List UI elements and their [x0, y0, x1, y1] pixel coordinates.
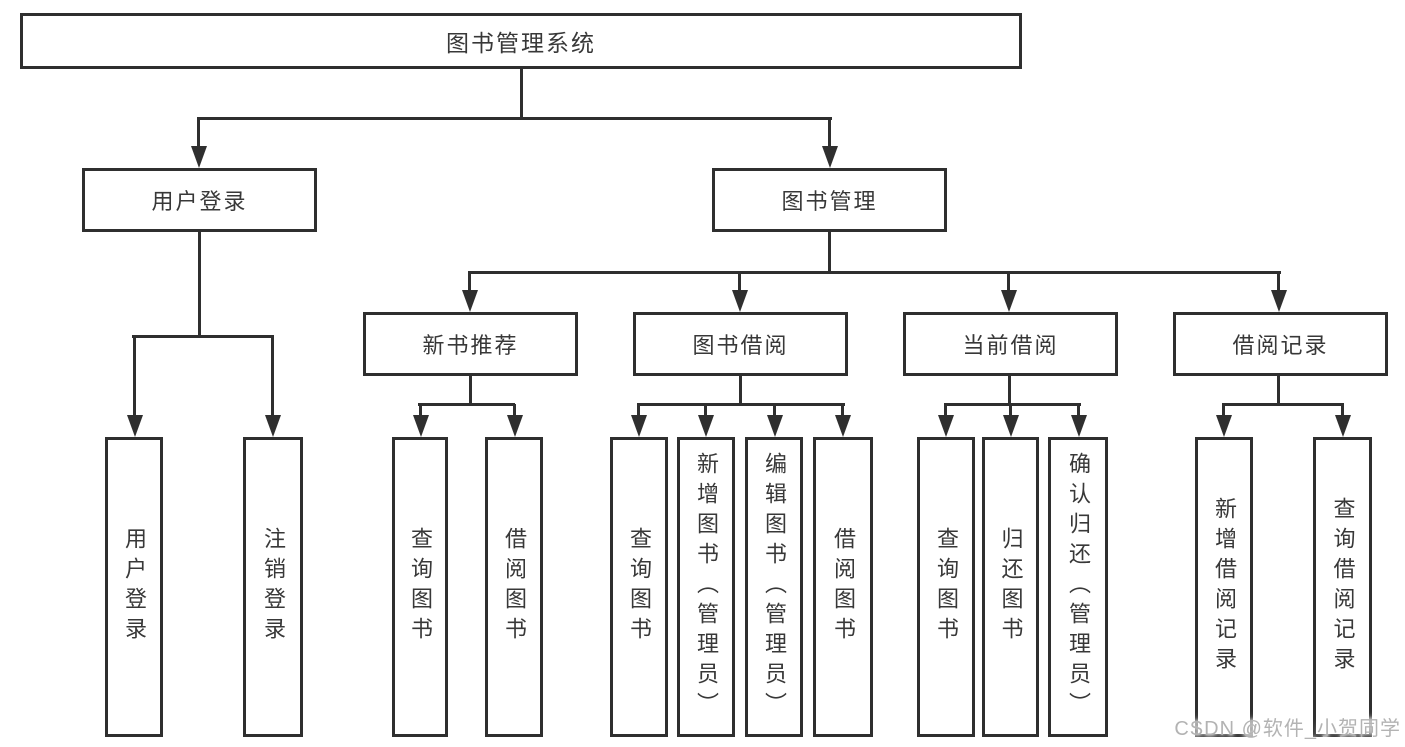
node-label: 图书管理系统	[446, 30, 596, 56]
connector-user-login-branch	[132, 335, 274, 338]
connector-recommendation-stub	[469, 375, 472, 406]
csdn-watermark: CSDN @软件_小贺同学	[1174, 718, 1401, 740]
leaf-label: 归还图书	[998, 527, 1024, 647]
node-label: 用户登录	[151, 189, 248, 214]
leaf-borrow-books-recommend: 借阅图书	[485, 437, 543, 737]
leaf-label: 借阅图书	[502, 527, 527, 647]
leaf-label: 查询图书	[627, 527, 652, 647]
arrow-to-query-books-3	[937, 404, 954, 437]
leaf-label: 新增借阅记录	[1212, 497, 1237, 677]
connector-root-stub	[520, 68, 523, 120]
node-label: 图书管理	[781, 189, 878, 214]
leaf-label: 借阅图书	[831, 527, 856, 647]
leaf-query-books-recommend: 查询图书	[392, 437, 448, 737]
leaf-label: 用户登录	[122, 527, 147, 647]
node-library-management-system: 图书管理系统	[20, 13, 1022, 69]
connector-records-stub	[1277, 375, 1280, 406]
node-label: 图书借阅	[692, 333, 789, 358]
arrow-to-user-login	[190, 117, 207, 168]
leaf-label: 新增图书（管理员）	[694, 452, 719, 722]
connector-recommendation-branch	[418, 403, 515, 406]
connector-current-branch	[944, 403, 1081, 406]
leaf-query-books-current: 查询图书	[917, 437, 975, 737]
arrow-to-book-borrowing	[731, 272, 748, 312]
connector-book-management-stub	[828, 231, 831, 274]
node-new-book-recommendation: 新书推荐	[363, 312, 578, 376]
connector-borrowing-stub	[739, 375, 742, 406]
leaf-label: 查询借阅记录	[1330, 497, 1356, 677]
leaf-query-borrow-record: 查询借阅记录	[1313, 437, 1372, 737]
node-user-login: 用户登录	[82, 168, 317, 232]
arrow-to-leaf-logout	[264, 335, 281, 437]
leaf-borrow-books-borrowing: 借阅图书	[813, 437, 873, 737]
node-book-borrowing: 图书借阅	[633, 312, 848, 376]
leaf-add-book-admin: 新增图书（管理员）	[677, 437, 735, 737]
leaf-query-books-borrowing: 查询图书	[610, 437, 668, 737]
leaf-label: 注销登录	[261, 527, 286, 647]
arrow-to-query-borrow-record	[1334, 404, 1351, 437]
connector-records-branch	[1222, 403, 1344, 406]
arrow-to-add-borrow-record	[1215, 404, 1232, 437]
arrow-to-borrowing-records	[1270, 272, 1287, 312]
leaf-edit-book-admin: 编辑图书（管理员）	[745, 437, 803, 737]
node-label: 当前借阅	[962, 333, 1059, 358]
connector-current-stub	[1008, 375, 1011, 406]
arrow-to-new-book-recommendation	[461, 272, 478, 312]
arrow-to-borrow-books-1	[506, 404, 523, 437]
arrow-to-return-book	[1002, 404, 1019, 437]
node-label: 新书推荐	[422, 333, 519, 358]
node-borrowing-records: 借阅记录	[1173, 312, 1388, 376]
arrow-to-query-books-2	[630, 404, 647, 437]
leaf-label: 确认归还（管理员）	[1066, 452, 1091, 722]
leaf-label: 查询图书	[408, 527, 433, 647]
node-book-management: 图书管理	[712, 168, 947, 232]
arrow-to-query-books-1	[412, 404, 429, 437]
connector-book-management-branch	[468, 271, 1281, 274]
arrow-to-borrow-books-2	[834, 404, 851, 437]
arrow-to-add-book	[697, 404, 714, 437]
arrow-to-current-borrowing	[1000, 272, 1017, 312]
leaf-label: 查询图书	[934, 527, 959, 647]
connector-user-login-stub	[198, 231, 201, 338]
leaf-add-borrow-record: 新增借阅记录	[1195, 437, 1253, 737]
arrow-to-book-management	[821, 117, 838, 168]
leaf-label: 编辑图书（管理员）	[762, 452, 787, 722]
leaf-confirm-return-admin: 确认归还（管理员）	[1048, 437, 1108, 737]
arrow-to-leaf-user-login	[126, 335, 143, 437]
leaf-user-login: 用户登录	[105, 437, 163, 737]
arrow-to-confirm-return	[1070, 404, 1087, 437]
node-current-borrowing: 当前借阅	[903, 312, 1118, 376]
connector-level1-branch	[197, 117, 832, 120]
leaf-logout: 注销登录	[243, 437, 303, 737]
connector-borrowing-branch	[637, 403, 845, 406]
leaf-return-book: 归还图书	[982, 437, 1039, 737]
node-label: 借阅记录	[1232, 333, 1329, 358]
arrow-to-edit-book	[766, 404, 783, 437]
